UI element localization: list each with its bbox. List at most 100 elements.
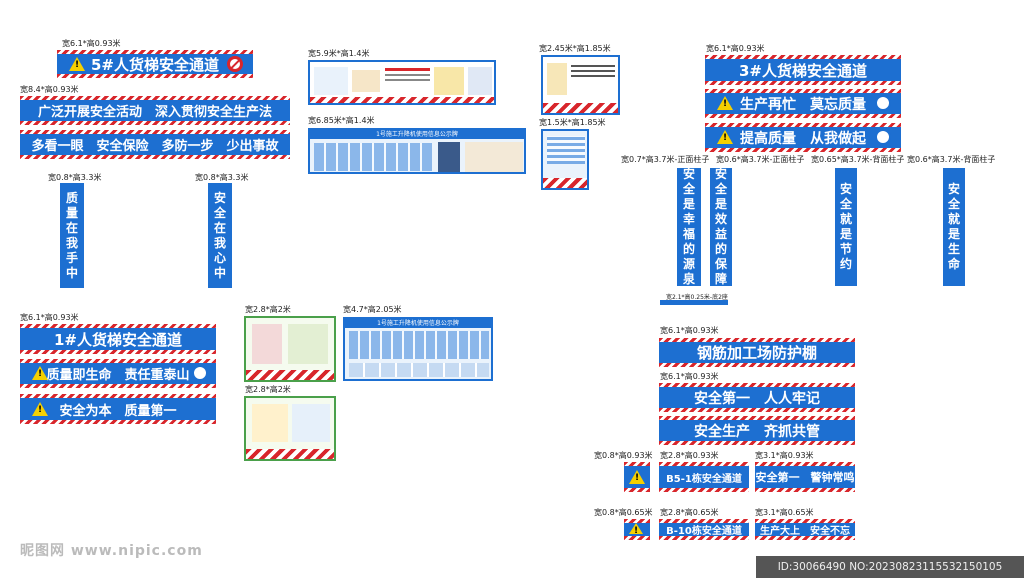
size-caption: 宽6.1*高0.93米 xyxy=(660,326,719,335)
elevator-info-board-2: 1号施工升降机使用信息公示牌 xyxy=(343,317,493,381)
post-character: 手 xyxy=(65,250,78,265)
post-character: 在 xyxy=(213,220,226,235)
poster-text-line xyxy=(571,75,615,77)
size-caption: 宽0.8*高3.3米 xyxy=(48,173,102,182)
post-character: 福 xyxy=(682,227,695,241)
warning-icon xyxy=(629,523,643,536)
post-character: 全 xyxy=(947,197,960,211)
hazard-stripe xyxy=(246,370,334,380)
banner-b5-passage: B5-1栋安全通道 xyxy=(659,462,749,492)
post-character: 就 xyxy=(947,212,960,226)
post-character: 安 xyxy=(947,182,960,196)
info-grid xyxy=(314,143,432,171)
post-character: 是 xyxy=(682,197,695,211)
banner-3-elevator: 3#人货梯安全通道 xyxy=(705,55,901,85)
round-sign-icon xyxy=(192,365,208,381)
warning-icon xyxy=(32,402,48,416)
watermark-logo: 昵图网 www.nipic.com xyxy=(20,543,203,559)
image-id-bar: ID:30066490 NO:20230823115532150105 xyxy=(756,556,1024,578)
banner-text: 1#人货梯安全通道 xyxy=(53,330,182,349)
small-warning-sign xyxy=(624,462,650,492)
hazard-stripe xyxy=(543,178,587,188)
post-quality-in-hand: 质量在 我手中 xyxy=(60,183,84,288)
post-character: 效 xyxy=(714,212,727,226)
banner-text: 安全第一 人人牢记 xyxy=(694,390,820,407)
post-character: 中 xyxy=(65,265,78,280)
banner-text: 5#人货梯安全通道 xyxy=(90,55,219,74)
post-character: 源 xyxy=(682,257,695,271)
poster-illustration xyxy=(468,67,492,95)
cartoon-safety-board-1 xyxy=(244,316,336,382)
banner-alarm: 安全第一 警钟常鸣 xyxy=(755,462,855,492)
poster-text-line xyxy=(385,74,430,76)
warning-icon xyxy=(69,57,85,71)
post-character: 全 xyxy=(714,182,727,196)
banner-text: 安全第一 警钟常鸣 xyxy=(755,471,855,484)
size-caption: 宽0.6*高3.7米-正面柱子 xyxy=(716,155,805,164)
no-entry-icon xyxy=(227,56,243,72)
size-caption: 宽2.8*高0.93米 xyxy=(660,451,719,460)
warning-icon xyxy=(32,366,48,380)
post-character: 量 xyxy=(65,205,78,220)
post-safety-benefit: 安全是效 益的保障 xyxy=(710,167,732,286)
size-caption: 宽0.8*高3.3米 xyxy=(195,173,249,182)
post-safety-in-heart: 安全在 我心中 xyxy=(208,183,232,288)
post-character: 中 xyxy=(213,265,226,280)
post-base xyxy=(660,300,728,305)
post-character: 是 xyxy=(714,197,727,211)
banner-text: 广泛开展安全活动 深入贯彻安全生产法 xyxy=(37,105,272,120)
poster-illustration xyxy=(434,67,464,95)
post-character: 我 xyxy=(65,235,78,250)
post-character: 全 xyxy=(682,182,695,196)
banner-safety-activity: 广泛开展安全活动 深入贯彻安全生产法 xyxy=(20,96,290,125)
poster-text-line xyxy=(385,68,430,71)
warning-icon xyxy=(717,96,733,110)
warning-icon xyxy=(629,470,645,484)
size-caption: 宽6.85米*高1.4米 xyxy=(308,116,375,125)
banner-5-elevator: 5#人货梯安全通道 xyxy=(57,50,253,78)
banner-text: 多看一眼 安全保险 多防一步 少出事故 xyxy=(31,139,279,154)
size-caption: 宽2.1*高0.25米-底2座 xyxy=(666,294,728,301)
board-title: 1号施工升降机使用信息公示牌 xyxy=(345,319,491,328)
worker-figure xyxy=(438,142,460,172)
poster-illustration xyxy=(352,70,380,92)
poster-illustration xyxy=(292,404,330,442)
banner-text: 生产大上 安全不忘 xyxy=(760,526,850,537)
post-character: 心 xyxy=(213,250,226,265)
size-caption: 宽4.7*高2.05米 xyxy=(343,305,402,314)
banner-safety-production: 安全生产 齐抓共管 xyxy=(659,416,855,445)
banner-improve-quality: 提高质量 从我做起 xyxy=(705,123,901,152)
size-caption: 宽0.7*高3.7米-正面柱子 xyxy=(621,155,710,164)
post-character: 幸 xyxy=(682,212,695,226)
size-caption: 宽5.9米*高1.4米 xyxy=(308,49,370,58)
size-caption: 宽3.1*高0.65米 xyxy=(755,508,814,517)
banner-text: 安全生产 齐抓共管 xyxy=(694,423,820,440)
round-sign-icon xyxy=(875,95,891,111)
warning-icon xyxy=(717,130,733,144)
post-character: 全 xyxy=(839,197,852,211)
small-info-board xyxy=(541,129,589,190)
banner-text: B-10栋安全通道 xyxy=(666,526,742,537)
size-caption: 宽0.8*高0.93米 xyxy=(594,451,653,460)
size-caption: 宽6.1*高0.93米 xyxy=(706,44,765,53)
poster-text-line xyxy=(571,70,615,72)
post-character: 质 xyxy=(65,190,78,205)
banner-text: 安全为本 质量第一 xyxy=(59,403,177,419)
post-character: 我 xyxy=(213,235,226,250)
banner-safety-remember: 安全第一 人人牢记 xyxy=(659,383,855,412)
post-character: 益 xyxy=(714,227,727,241)
size-caption: 宽1.5米*高1.85米 xyxy=(539,118,606,127)
small-warning-sign xyxy=(624,519,650,540)
size-caption: 宽2.8*高0.65米 xyxy=(660,508,719,517)
post-character: 就 xyxy=(839,212,852,226)
poster-illustration xyxy=(288,324,328,364)
banner-quality-life: 质量即生命 责任重泰山 xyxy=(20,359,216,388)
banner-production-quality: 生产再忙 莫忘质量 xyxy=(705,89,901,118)
poster-text-line xyxy=(385,79,430,81)
banner-text: B5-1栋安全通道 xyxy=(666,473,742,485)
size-caption: 宽6.1*高0.93米 xyxy=(660,372,719,381)
post-character: 节 xyxy=(839,242,852,256)
size-caption: 宽0.65*高3.7米-背面柱子 xyxy=(811,155,905,164)
poster-illustration xyxy=(252,404,288,442)
post-character: 安 xyxy=(213,190,226,205)
